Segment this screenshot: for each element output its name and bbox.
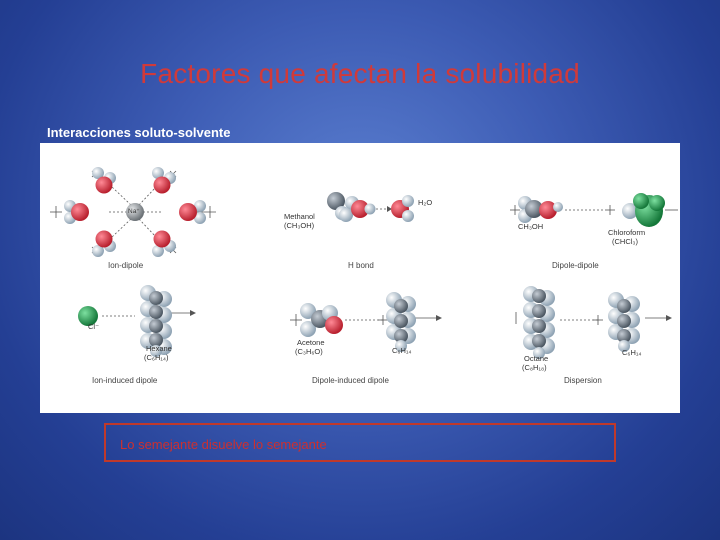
hexane-formula: (C₆H₁₄): [144, 353, 169, 362]
h-bond-panel: [327, 192, 414, 222]
dipole-dipole-panel: [510, 205, 678, 215]
slide-subtitle: Interacciones soluto-solvente: [47, 125, 231, 140]
caption-dipole-dipole: Dipole-dipole: [552, 261, 599, 270]
note-box: Lo semejante disuelve lo semejante: [104, 423, 616, 462]
c6h14-middle-label: C₆H₁₄: [392, 346, 412, 355]
acetone-label: Acetone: [297, 338, 325, 347]
hexane-molecule: [140, 285, 172, 357]
molecule-illustration: [50, 167, 678, 359]
hexane-label: Hexane: [146, 344, 172, 353]
water-label: H₂O: [418, 198, 433, 207]
chloride-label: Cl⁻: [88, 322, 100, 331]
ion-induced-dipole-panel: [78, 306, 196, 326]
chloroform-label: Chloroform: [608, 228, 646, 237]
slide-title: Factores que afectan la solubilidad: [140, 58, 580, 89]
octane-label: Octane: [524, 354, 549, 363]
dispersion-panel: [515, 286, 672, 359]
intermolecular-forces-figure: Na⁺ Methanol (CH₃OH) H₂O CH₃OH Chlorofor…: [40, 143, 680, 413]
dipole-induced-dipole-panel: [290, 292, 442, 352]
methanol-label: Methanol: [284, 212, 315, 221]
octane-formula: (C₈H₁₈): [522, 363, 547, 372]
caption-dispersion: Dispersion: [564, 376, 602, 385]
note-text: Lo semejante disuelve lo semejante: [120, 437, 327, 452]
chloroform-formula: (CHCl₃): [612, 237, 638, 246]
caption-ion-dipole: Ion-dipole: [108, 261, 144, 270]
sodium-ion-label: Na⁺: [128, 208, 140, 215]
water-molecules-ion: [64, 167, 206, 257]
c6h14-right-label: C₆H₁₄: [622, 348, 642, 357]
caption-dipole-induced-dipole: Dipole-induced dipole: [312, 376, 389, 385]
acetone-formula: (C₃H₆O): [295, 347, 323, 356]
ch3oh-label: CH₃OH: [518, 222, 544, 231]
caption-h-bond: H bond: [348, 261, 374, 270]
caption-ion-induced-dipole: Ion-induced dipole: [92, 376, 158, 385]
methanol-formula: (CH₃OH): [284, 221, 315, 230]
sodium-ion: [126, 203, 144, 221]
